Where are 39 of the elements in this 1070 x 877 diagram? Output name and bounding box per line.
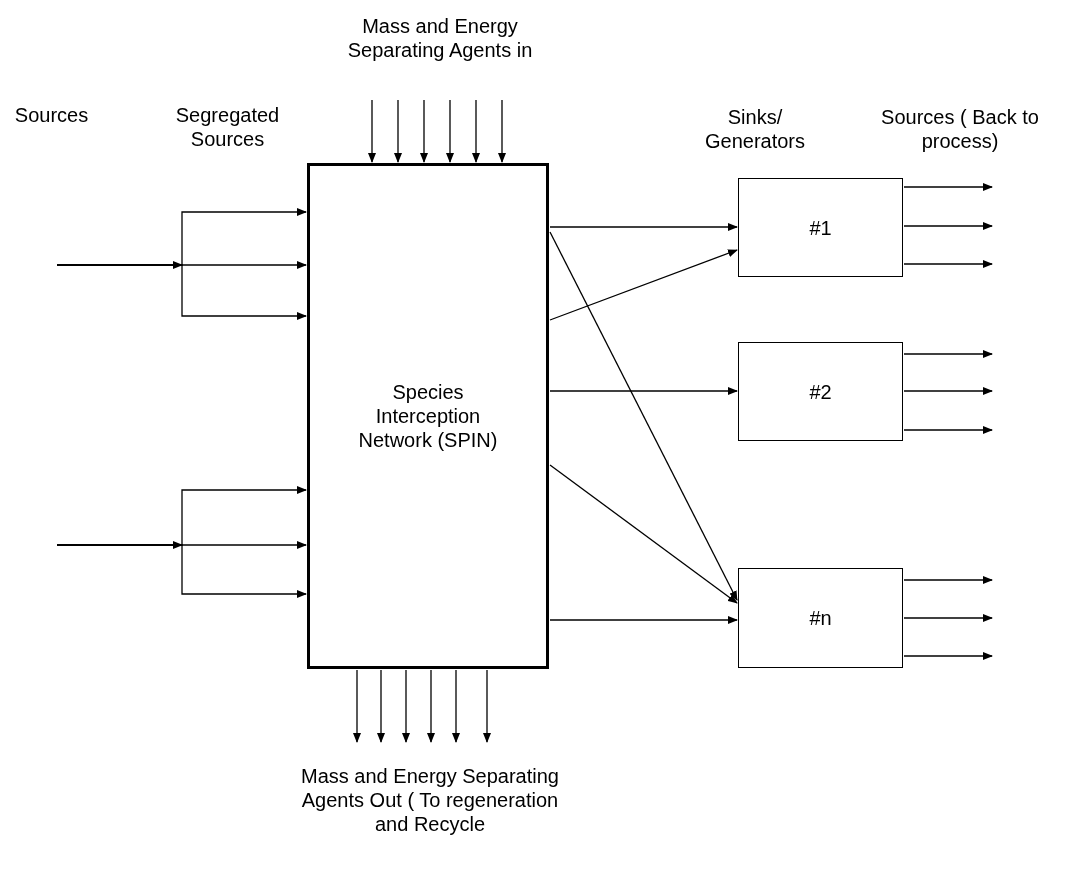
arrow bbox=[56, 264, 307, 320]
arrow bbox=[56, 544, 307, 598]
heading-label: Sinks/ Generators bbox=[703, 105, 807, 153]
arrow bbox=[549, 464, 738, 604]
arrow bbox=[903, 652, 993, 660]
arrow bbox=[427, 669, 435, 743]
heading-label: Sources ( Back to process) bbox=[880, 105, 1040, 153]
arrow bbox=[549, 223, 738, 231]
sink-box: #n bbox=[738, 568, 903, 668]
arrow bbox=[903, 426, 993, 434]
arrow bbox=[549, 387, 738, 395]
arrow bbox=[377, 669, 385, 743]
arrow bbox=[472, 99, 480, 163]
heading-label: Sources bbox=[13, 103, 90, 127]
arrow bbox=[549, 231, 738, 601]
arrow bbox=[420, 99, 428, 163]
arrow bbox=[903, 183, 993, 191]
arrow bbox=[394, 99, 402, 163]
arrow bbox=[903, 350, 993, 358]
arrow bbox=[446, 99, 454, 163]
arrow bbox=[903, 576, 993, 584]
heading-label: Segregated Sources bbox=[174, 103, 281, 151]
arrow bbox=[402, 669, 410, 743]
sink-box: #1 bbox=[738, 178, 903, 277]
arrow bbox=[452, 669, 460, 743]
arrow bbox=[549, 249, 738, 321]
arrow bbox=[549, 616, 738, 624]
arrow bbox=[903, 387, 993, 395]
arrow bbox=[903, 222, 993, 230]
process-box: Species Interception Network (SPIN) bbox=[307, 163, 549, 669]
arrow bbox=[368, 99, 376, 163]
arrow bbox=[903, 614, 993, 622]
arrow bbox=[353, 669, 361, 743]
arrow bbox=[483, 669, 491, 743]
sink-box: #2 bbox=[738, 342, 903, 441]
arrow bbox=[498, 99, 506, 163]
heading-label: Mass and Energy Separating Agents in bbox=[346, 14, 534, 62]
arrow bbox=[903, 260, 993, 268]
heading-label: Mass and Energy Separating Agents Out ( To regeneration and Recycle bbox=[300, 764, 560, 836]
